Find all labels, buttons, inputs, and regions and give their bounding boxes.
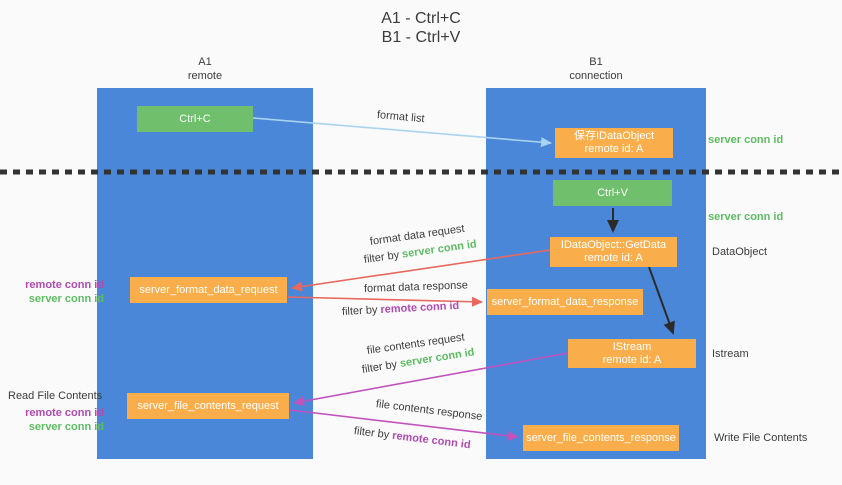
title-line-1: A1 - Ctrl+C — [381, 10, 461, 27]
column-a1-subtitle: remote — [187, 70, 223, 82]
server-conn-id-right-top: server conn id — [708, 134, 784, 146]
write-file-contents-label: Write File Contents — [714, 432, 808, 444]
server-format-data-response-label: server_format_data_response — [491, 295, 639, 308]
server-format-data-response-box: server_format_data_response — [487, 289, 643, 315]
save-dataobject-box: 保存IDataObject remote id: A — [555, 128, 673, 158]
server-file-contents-request-box: server_file_contents_request — [127, 393, 289, 419]
server-file-contents-request-label: server_file_contents_request — [137, 399, 279, 412]
ctrl-v-box: Ctrl+V — [553, 180, 672, 206]
istream-line2: remote id: A — [602, 353, 662, 366]
format-data-response-filter-label: filter by remote conn id — [342, 300, 460, 318]
format-data-response-label: format data response — [363, 279, 469, 295]
file-contents-response-label: file contents response — [375, 398, 483, 423]
istream-box: IStream remote id: A — [568, 339, 696, 368]
column-b1-name: B1 — [589, 56, 603, 68]
ctrl-v-label: Ctrl+V — [597, 186, 628, 199]
diagram-title: A1 - Ctrl+C B1 - Ctrl+V — [0, 9, 842, 47]
server-file-contents-response-box: server_file_contents_response — [523, 425, 679, 451]
save-dataobject-line2: remote id: A — [584, 143, 644, 155]
filter-by-text-2: filter by — [341, 303, 381, 318]
save-dataobject-line1: 保存IDataObject — [573, 130, 655, 142]
dataobject-side-label: DataObject — [712, 246, 768, 258]
column-header-a1: A1 remote — [97, 55, 313, 83]
server-file-contents-response-label: server_file_contents_response — [526, 431, 676, 444]
title-line-2: B1 - Ctrl+V — [381, 29, 461, 46]
getdata-line1: IDataObject::GetData — [560, 239, 667, 251]
left-conn-id-block-mid: remote conn id server conn id — [0, 278, 104, 306]
format-list-label: format list — [376, 109, 426, 126]
ctrl-c-label: Ctrl+C — [179, 112, 211, 125]
column-header-b1: B1 connection — [486, 55, 706, 83]
remote-conn-id-left-bottom: remote conn id — [25, 407, 104, 419]
istream-side-label: Istream — [712, 348, 749, 360]
remote-conn-id-left-mid: remote conn id — [25, 279, 104, 291]
getdata-line2: remote id: A — [584, 252, 643, 264]
filter-by-text-3: filter by — [361, 358, 401, 376]
server-conn-id-left-bottom: server conn id — [28, 421, 104, 433]
remote-conn-id-text-1: remote conn id — [380, 299, 460, 316]
server-conn-id-right-mid: server conn id — [708, 211, 784, 223]
server-format-data-request-box: server_format_data_request — [130, 277, 287, 303]
column-a1-name: A1 — [198, 56, 212, 68]
getdata-box: IDataObject::GetData remote id: A — [550, 237, 677, 267]
remote-conn-id-text-2: remote conn id — [391, 429, 472, 452]
read-file-contents-label: Read File Contents — [8, 390, 103, 402]
istream-line1: IStream — [612, 340, 652, 353]
server-format-data-request-label: server_format_data_request — [139, 283, 278, 296]
column-b1-subtitle: connection — [569, 70, 623, 82]
filter-by-text-1: filter by — [363, 248, 403, 266]
filter-by-text-4: filter by — [353, 425, 393, 442]
file-contents-response-filter-label: filter by remote conn id — [353, 425, 471, 451]
ctrl-c-box: Ctrl+C — [137, 106, 253, 132]
left-conn-id-block-bottom: remote conn id server conn id — [0, 406, 104, 434]
server-conn-id-left-mid: server conn id — [28, 293, 104, 305]
